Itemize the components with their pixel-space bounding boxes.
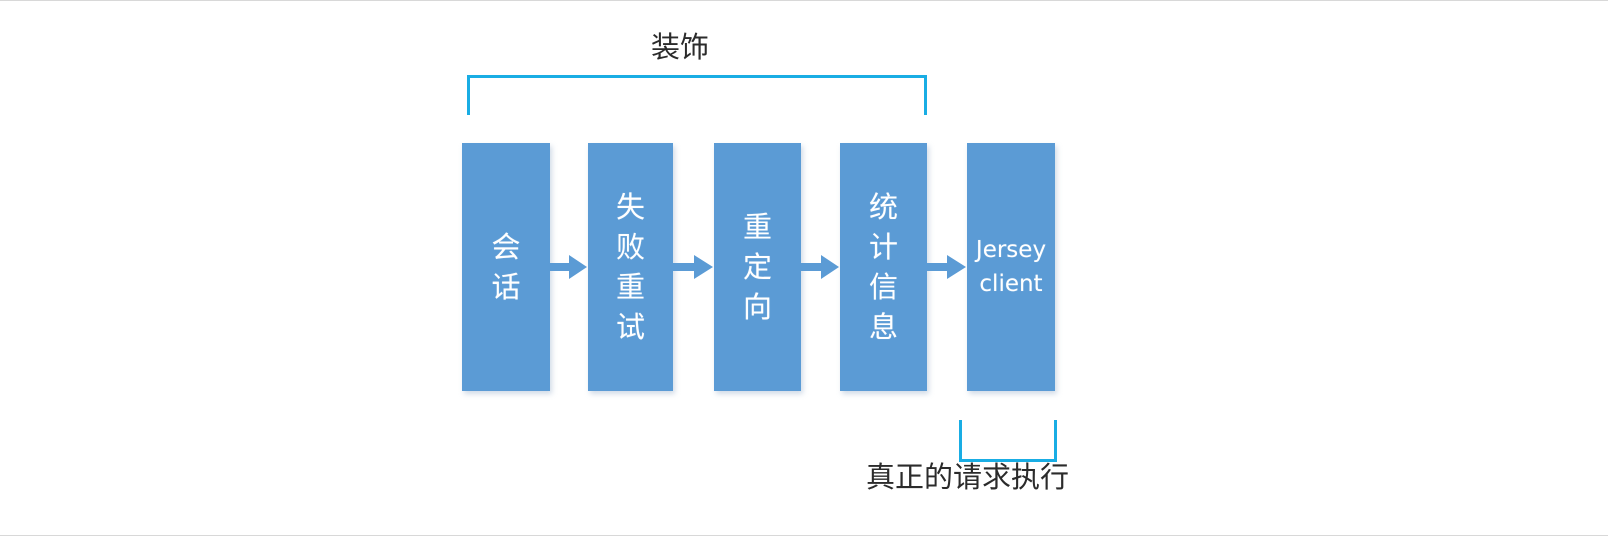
annotation-bracket-real-request-execution [959,420,1057,462]
node-label-jersey-client: Jersey client [975,237,1047,297]
node-redirect[interactable]: 重定向 [714,143,801,391]
arrow-session-to-retry [550,252,588,282]
page-rule-top [0,0,1608,1]
node-label-redirect: 重定向 [742,210,772,324]
annotation-label-real-request-execution: 真正的请求执行 [866,460,1070,494]
arrow-retry-to-redirect [673,252,714,282]
node-label-retry: 失败重试 [615,190,645,344]
arrow-redirect-to-statistics [801,252,840,282]
annotation-label-decorator: 装饰 [651,30,710,64]
node-session[interactable]: 会话 [462,143,550,391]
node-label-statistics: 统计信息 [868,190,898,344]
node-retry[interactable]: 失败重试 [588,143,673,391]
annotation-bracket-decorator [467,75,927,115]
arrow-statistics-to-jersey-client [927,252,967,282]
node-label-session: 会话 [491,230,521,304]
node-jersey-client[interactable]: Jersey client [967,143,1055,391]
node-statistics[interactable]: 统计信息 [840,143,927,391]
